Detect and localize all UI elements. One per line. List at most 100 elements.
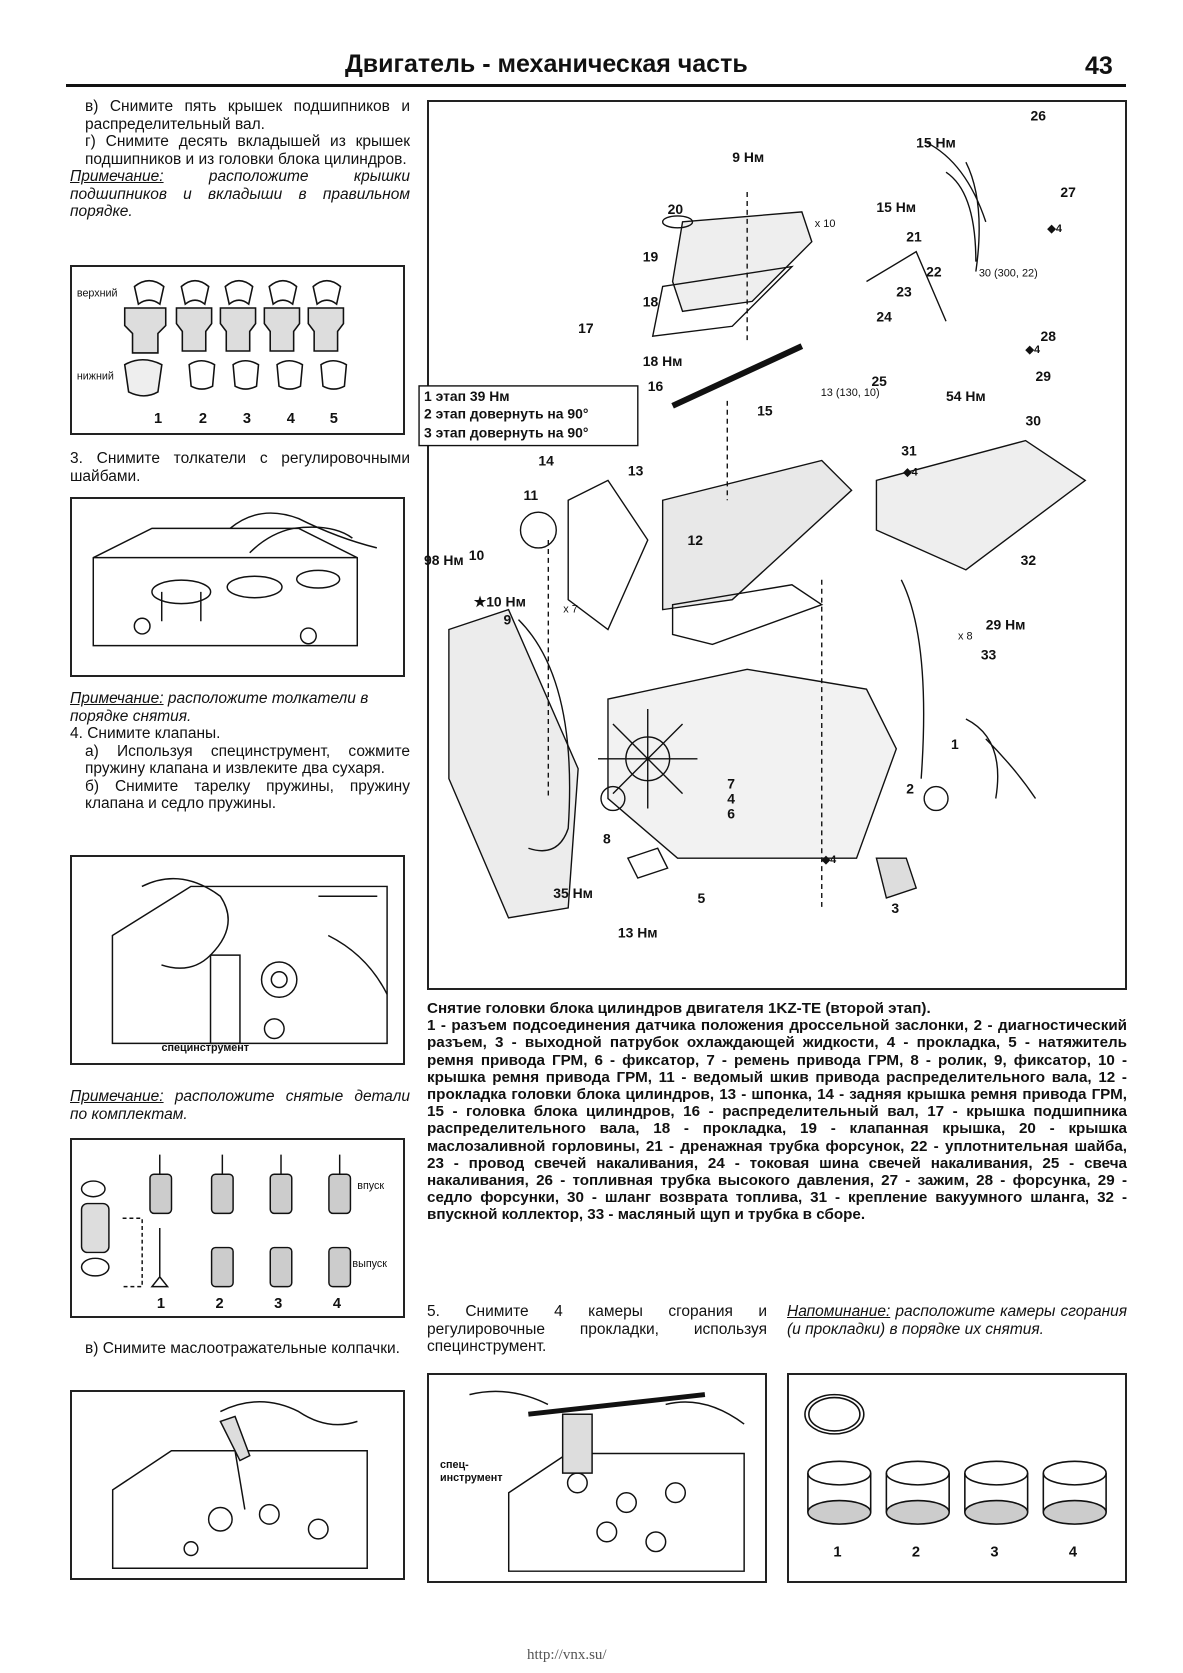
part-13: 13 bbox=[628, 462, 644, 478]
stem-seals-drawing bbox=[111, 1401, 368, 1569]
cap-number-1: 1 bbox=[154, 411, 162, 427]
part-23: 23 bbox=[896, 283, 912, 299]
torque-10nm: ★10 Нм bbox=[474, 594, 526, 610]
bearing-caps-drawing: верхний нижний 1 2 3 4 5 bbox=[77, 279, 348, 427]
part-26: 26 bbox=[1031, 107, 1047, 123]
part-4-diamond-b: ◆4 bbox=[1025, 344, 1041, 356]
note-2-text: расположите толкатели в порядке снятия. bbox=[70, 690, 369, 725]
torque-18nm: 18 Нм bbox=[643, 353, 683, 369]
torque-13nm: 13 Нм bbox=[618, 925, 658, 941]
part-18: 18 bbox=[643, 293, 659, 309]
chamber-1-icon bbox=[807, 1460, 872, 1525]
note-1: Примечание: расположите крышки подшипник… bbox=[70, 168, 410, 221]
cap-number-2: 2 bbox=[199, 411, 207, 427]
combustion-chambers-drawing: 1 2 3 4 bbox=[804, 1393, 1107, 1560]
label-lower: нижний bbox=[77, 370, 114, 382]
chamber-removal-drawing: спец- инструмент bbox=[440, 1390, 745, 1572]
caption-title: Снятие головки блока цилиндров двигателя… bbox=[427, 1000, 931, 1017]
chamber-3-icon bbox=[964, 1460, 1029, 1525]
part-32: 32 bbox=[1021, 552, 1037, 568]
part-31: 31 bbox=[901, 443, 917, 459]
part-17: 17 bbox=[578, 320, 594, 336]
torque-15nm-a: 15 Нм bbox=[916, 134, 956, 150]
count-x10: x 10 bbox=[815, 218, 836, 230]
torque-step-2: 2 этап довернуть на 90° bbox=[424, 406, 588, 422]
step-3g-text: г) Снимите десять вкладышей из крышек по… bbox=[85, 133, 410, 168]
part-2: 2 bbox=[906, 781, 914, 797]
chamber-number-2: 2 bbox=[912, 1544, 920, 1560]
part-29: 29 bbox=[1036, 368, 1052, 384]
part-21: 21 bbox=[906, 229, 922, 245]
label-upper: верхний bbox=[77, 287, 118, 299]
figure-bearing-caps: верхний нижний 1 2 3 4 5 bbox=[70, 265, 405, 435]
part-4a: 4 bbox=[727, 791, 735, 807]
left-valves-text: Примечание: расположите толкатели в поря… bbox=[70, 690, 410, 813]
part-24: 24 bbox=[876, 308, 892, 324]
footer-url[interactable]: http://vnx.su/ bbox=[527, 1647, 607, 1663]
part-6: 6 bbox=[727, 805, 735, 821]
set-number-4: 4 bbox=[333, 1296, 342, 1312]
count-x7: x 7 bbox=[563, 604, 578, 616]
figure-combustion-chamber-removal: спец- инструмент bbox=[427, 1373, 767, 1583]
figure-valve-sets: впуск выпуск 1 2 3 4 bbox=[70, 1138, 405, 1318]
label-intake: впуск bbox=[357, 1180, 384, 1192]
part-25: 25 bbox=[871, 373, 887, 389]
figure-exploded-diagram: 1 этап 39 Нм 2 этап довернуть на 90° 3 э… bbox=[418, 100, 1127, 990]
part-10: 10 bbox=[469, 547, 485, 563]
figure-stem-seals bbox=[70, 1390, 405, 1580]
note-3-label: Примечание: bbox=[70, 1088, 164, 1105]
part-11: 11 bbox=[523, 487, 538, 503]
caption-legend: 1 - разъем подсоединения датчика положен… bbox=[427, 1017, 1127, 1224]
set-number-2: 2 bbox=[215, 1296, 223, 1312]
label-tool-top: спец- bbox=[440, 1459, 469, 1471]
part-30: 30 bbox=[1026, 413, 1042, 429]
part-19: 19 bbox=[643, 249, 659, 265]
part-3: 3 bbox=[891, 900, 899, 916]
note-2: Примечание: расположите толкатели в поря… bbox=[70, 690, 410, 725]
spec-box-30: 30 (300, 22) bbox=[979, 268, 1038, 280]
part-4-diamond-c: ◆4 bbox=[902, 466, 918, 478]
part-7: 7 bbox=[727, 776, 735, 792]
page-number: 43 bbox=[1085, 52, 1113, 80]
chamber-number-1: 1 bbox=[833, 1544, 841, 1560]
count-x8: x 8 bbox=[958, 630, 973, 642]
reminder-label: Напоминание: bbox=[787, 1303, 891, 1320]
figure-spring-compressor: специнструмент bbox=[70, 855, 405, 1065]
part-5: 5 bbox=[697, 890, 705, 906]
torque-9nm: 9 Нм bbox=[732, 149, 764, 165]
cap-number-5: 5 bbox=[330, 411, 338, 427]
torque-98nm: 98 Нм bbox=[424, 552, 464, 568]
figure-combustion-chambers: 1 2 3 4 bbox=[787, 1373, 1127, 1583]
reminder-note: Напоминание: расположите камеры сгорания… bbox=[787, 1303, 1127, 1338]
step-4v-text: в) Снимите маслоотражательные колпачки. bbox=[85, 1340, 400, 1357]
figure-lifters bbox=[70, 497, 405, 677]
diagram-caption: Снятие головки блока цилиндров двигателя… bbox=[427, 1000, 1127, 1224]
note-3-text: расположите снятые детали по комплектам. bbox=[70, 1088, 410, 1123]
part-8: 8 bbox=[603, 830, 611, 846]
note-1-label: Примечание: bbox=[70, 168, 164, 185]
reminder-text: расположите камеры сгорания (и прокладки… bbox=[787, 1303, 1127, 1338]
torque-54nm: 54 Нм bbox=[946, 388, 986, 404]
step-3v-text: в) Снимите пять крышек подшипников и рас… bbox=[85, 98, 410, 133]
part-14: 14 bbox=[538, 452, 554, 468]
valve-sets-drawing: впуск выпуск 1 2 3 4 bbox=[80, 1154, 387, 1312]
set-number-1: 1 bbox=[157, 1296, 165, 1312]
part-28: 28 bbox=[1040, 328, 1056, 344]
spec-box-13: 13 (130, 10) bbox=[821, 387, 880, 399]
part-1: 1 bbox=[951, 736, 959, 752]
label-exhaust: выпуск bbox=[352, 1258, 387, 1270]
chamber-2-icon bbox=[885, 1460, 950, 1525]
torque-step-1: 1 этап 39 Нм bbox=[424, 388, 510, 404]
exploded-diagram-drawing: 1 этап 39 Нм 2 этап довернуть на 90° 3 э… bbox=[418, 107, 1087, 941]
chamber-number-3: 3 bbox=[990, 1544, 998, 1560]
label-tool-bottom: инструмент bbox=[440, 1472, 502, 1484]
chamber-number-4: 4 bbox=[1069, 1544, 1078, 1560]
torque-35nm: 35 Нм bbox=[553, 885, 593, 901]
part-33: 33 bbox=[981, 646, 997, 662]
torque-29nm: 29 Нм bbox=[986, 617, 1026, 633]
cap-number-3: 3 bbox=[243, 411, 251, 427]
chamber-4-icon bbox=[1042, 1460, 1107, 1525]
part-4-diamond-a: ◆4 bbox=[1046, 223, 1062, 235]
part-4-diamond-d: ◆4 bbox=[821, 854, 837, 866]
step-4a-text: а) Используя специнструмент, сожмите пру… bbox=[85, 742, 410, 778]
